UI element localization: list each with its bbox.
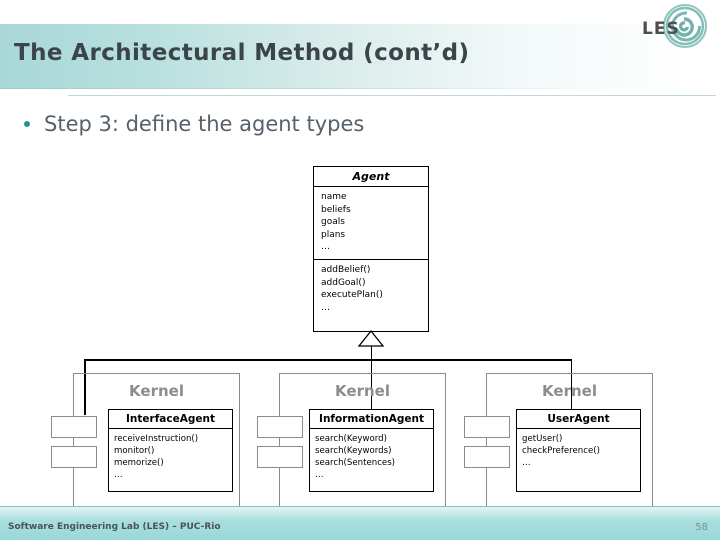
attribute-item: goals <box>321 217 345 227</box>
footer-band: Software Engineering Lab (LES) – PUC-Rio… <box>0 507 720 540</box>
component-label-kernel-3: Kernel <box>542 382 597 400</box>
bullet-item: Step 3: define the agent types <box>24 112 364 136</box>
operation-item: checkPreference() <box>522 446 600 456</box>
operation-item: … <box>315 470 324 480</box>
class-box-agent: Agent name beliefs goals plans … addBeli… <box>313 166 429 332</box>
class-name-informationagent: InformationAgent <box>310 410 433 429</box>
class-operations-informationagent: search(Keyword) search(Keywords) search(… <box>310 429 433 491</box>
component-port-icon <box>51 416 97 438</box>
operation-item: getUser() <box>522 434 563 444</box>
generalization-drop-left <box>84 359 86 415</box>
class-operations-agent: addBelief() addGoal() executePlan() … <box>314 259 428 331</box>
component-port-icon <box>464 446 510 468</box>
operation-item: receiveInstruction() <box>114 434 199 444</box>
operation-item: … <box>321 302 330 313</box>
operation-item: monitor() <box>114 446 155 456</box>
class-name-useragent: UserAgent <box>517 410 640 429</box>
component-port-icon <box>257 446 303 468</box>
generalization-drop-right <box>570 359 573 415</box>
attribute-item: beliefs <box>321 204 351 215</box>
operation-item: search(Keyword) <box>315 434 387 444</box>
footer-divider <box>0 506 720 507</box>
class-name-agent: Agent <box>314 167 428 187</box>
class-box-interfaceagent: InterfaceAgent receiveInstruction() moni… <box>108 409 233 492</box>
generalization-stem <box>370 346 373 360</box>
component-port-icon <box>464 416 510 438</box>
attribute-item: name <box>321 192 347 202</box>
operation-item: search(Sentences) <box>315 458 396 468</box>
operation-item: … <box>522 458 531 468</box>
operation-item: executePlan() <box>321 290 383 300</box>
class-operations-interfaceagent: receiveInstruction() monitor() memorize(… <box>109 429 232 491</box>
component-port-icon <box>257 416 303 438</box>
les-logo: LES <box>640 2 712 52</box>
generalization-drop-middle <box>370 359 373 415</box>
operation-item: memorize() <box>114 458 164 468</box>
footer-label: Software Engineering Lab (LES) – PUC-Rio <box>8 522 221 532</box>
class-box-informationagent: InformationAgent search(Keyword) search(… <box>309 409 434 492</box>
bullet-dot-icon <box>24 121 30 127</box>
class-name-interfaceagent: InterfaceAgent <box>109 410 232 429</box>
attribute-item: … <box>321 242 330 252</box>
les-logo-swirl-icon <box>662 3 708 49</box>
operation-item: addGoal() <box>321 277 366 288</box>
operation-item: … <box>114 470 123 480</box>
class-box-useragent: UserAgent getUser() checkPreference() … <box>516 409 641 492</box>
component-kernel-3: Kernel <box>464 373 653 519</box>
les-logo-text: LES <box>642 19 680 39</box>
class-operations-useragent: getUser() checkPreference() … <box>517 429 640 491</box>
component-label-kernel-1: Kernel <box>129 382 184 400</box>
attribute-item: plans <box>321 229 346 240</box>
title-underline-rule <box>68 95 716 96</box>
operation-item: addBelief() <box>321 265 371 275</box>
operation-item: search(Keywords) <box>315 446 392 456</box>
bullet-label: Step 3: define the agent types <box>44 112 365 136</box>
title-underline-gradient <box>0 88 622 89</box>
component-port-icon <box>51 446 97 468</box>
component-kernel-1: Kernel <box>51 373 240 519</box>
page-title: The Architectural Method (cont’d) <box>14 40 470 66</box>
component-label-kernel-2: Kernel <box>335 382 390 400</box>
title-band <box>0 24 690 88</box>
generalization-bus-line <box>84 359 572 361</box>
page-number: 58 <box>695 522 708 533</box>
class-attributes-agent: name beliefs goals plans … <box>314 187 428 259</box>
